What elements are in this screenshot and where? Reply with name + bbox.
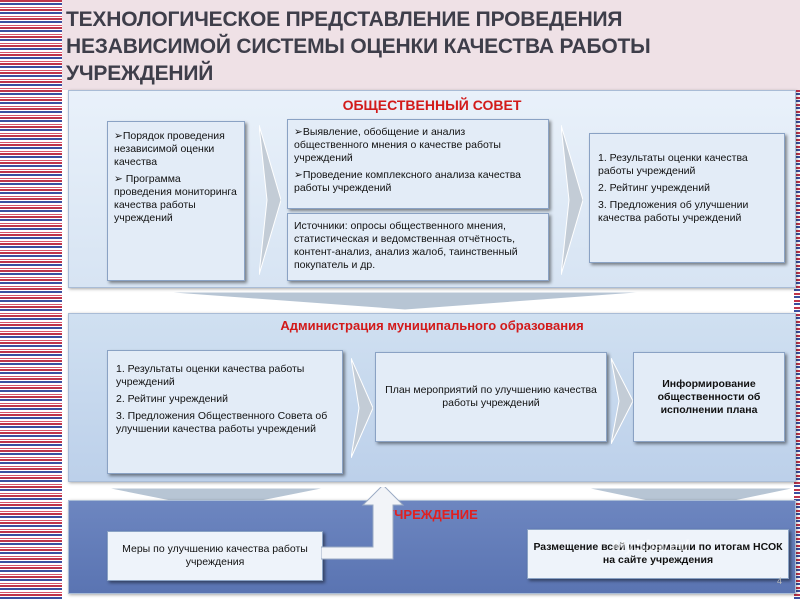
council-box-results-item-3: 3. Предложения об улучшении качества раб… — [598, 199, 778, 225]
arrow-right-icon — [561, 125, 583, 275]
institution-box-measures-text: Меры по улучшению качества работы учрежд… — [112, 543, 318, 569]
council-box-results: 1. Результаты оценки качества работы учр… — [589, 133, 785, 263]
council-box-results-item-1: 1. Результаты оценки качества работы учр… — [598, 152, 778, 178]
arrow-bullet-icon: ➢ — [294, 126, 303, 138]
watermark-text: MyShared — [612, 538, 688, 555]
admin-box-results: 1. Результаты оценки качества работы учр… — [107, 350, 343, 474]
arrow-up-turn-icon — [321, 487, 441, 567]
admin-box-results-item-1: 1. Результаты оценки качества работы учр… — [116, 363, 336, 389]
admin-box-informing: Информирование общественности об исполне… — [633, 352, 785, 442]
administration-band: Администрация муниципального образования… — [68, 313, 796, 482]
council-box-analysis-item-1: Выявление, обобщение и анализ общественн… — [294, 126, 501, 164]
council-box-procedure-item-2: Программа проведения мониторинга качеств… — [114, 173, 237, 224]
decorative-stripes-left — [0, 0, 62, 600]
arrow-bullet-icon: ➢ — [294, 169, 303, 181]
public-council-band: ОБЩЕСТВЕННЫЙ СОВЕТ ➢Порядок проведения н… — [68, 90, 796, 288]
admin-box-results-item-2: 2. Рейтинг учреждений — [116, 393, 336, 406]
administration-heading: Администрация муниципального образования — [69, 318, 795, 333]
page-number: 4 — [777, 576, 782, 586]
council-box-sources-text: Источники: опросы общественного мнения, … — [294, 220, 542, 272]
admin-box-plan-text: План мероприятий по улучшению качества р… — [382, 384, 600, 410]
council-box-sources: Источники: опросы общественного мнения, … — [287, 213, 549, 281]
arrow-bullet-icon: ➢ — [114, 173, 123, 185]
arrow-right-icon — [351, 358, 373, 458]
council-box-procedure-item-1: Порядок проведения независимой оценки ка… — [114, 130, 225, 168]
institution-box-measures: Меры по улучшению качества работы учрежд… — [107, 531, 323, 581]
chevron-down-icon — [160, 292, 650, 310]
arrow-right-icon — [259, 125, 281, 275]
public-council-heading: ОБЩЕСТВЕННЫЙ СОВЕТ — [69, 97, 795, 113]
council-box-analysis: ➢Выявление, обобщение и анализ обществен… — [287, 119, 549, 209]
council-box-analysis-item-2: Проведение комплексного анализа качества… — [294, 169, 521, 194]
watermark-logo: MyShared — [612, 538, 688, 556]
arrow-bullet-icon: ➢ — [114, 130, 123, 142]
page-title: ТЕХНОЛОГИЧЕСКОЕ ПРЕДСТАВЛЕНИЕ ПРОВЕДЕНИЯ… — [66, 6, 766, 87]
admin-box-plan: План мероприятий по улучшению качества р… — [375, 352, 607, 442]
admin-box-results-item-3: 3. Предложения Общественного Совета об у… — [116, 410, 336, 436]
council-box-procedure: ➢Порядок проведения независимой оценки к… — [107, 121, 245, 281]
arrow-right-icon — [611, 358, 633, 444]
admin-box-informing-text: Информирование общественности об исполне… — [640, 378, 778, 417]
council-box-results-item-2: 2. Рейтинг учреждений — [598, 182, 778, 195]
